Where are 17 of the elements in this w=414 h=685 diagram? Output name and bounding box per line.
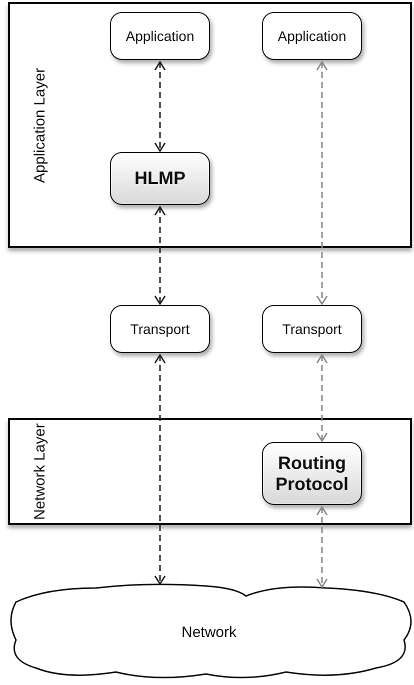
arrow [316, 506, 328, 588]
arrow [316, 354, 328, 442]
process-box: Transport [262, 305, 362, 353]
arrow [154, 206, 166, 305]
layer-band [8, 2, 412, 248]
arrow [154, 354, 166, 585]
arrow [316, 61, 328, 305]
process-box: Routing Protocol [262, 442, 362, 505]
layer-label: Application Layer [30, 66, 50, 185]
process-box: Transport [110, 305, 210, 353]
network-label: Network [180, 624, 238, 641]
arrow [154, 61, 166, 152]
process-box: Application [110, 12, 210, 60]
layer-label: Network Layer [30, 422, 50, 522]
layer-band [8, 418, 412, 525]
process-box: HLMP [110, 152, 210, 205]
process-box: Application [262, 12, 362, 60]
